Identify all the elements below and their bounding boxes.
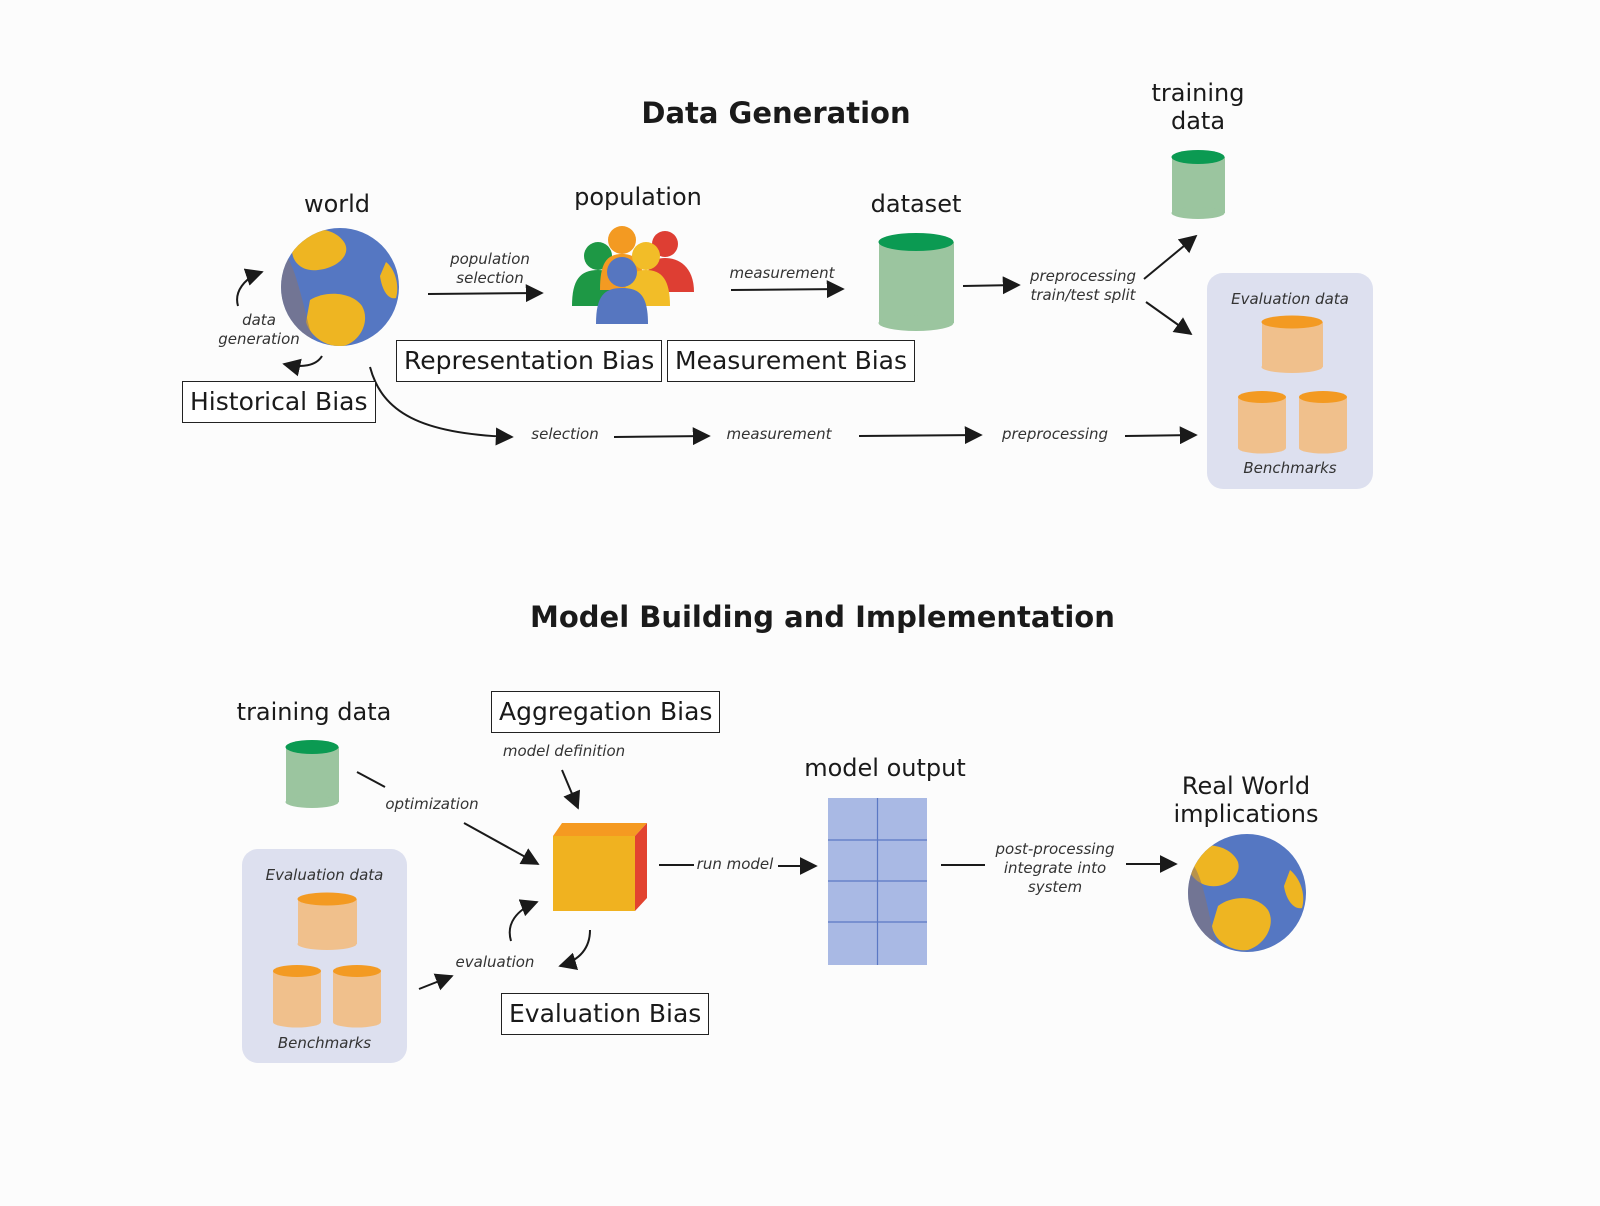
run-model-edge-label: run model <box>696 855 774 873</box>
training-data-database-icon <box>1171 150 1225 219</box>
benchmark-database-icon <box>1299 391 1347 454</box>
preprocessing-split-edge-label: preprocessing train/test split <box>1029 267 1137 304</box>
population-people-icon <box>572 226 694 324</box>
benchmark-database-icon <box>333 965 381 1028</box>
preprocessing-edge-label: preprocessing <box>1001 425 1109 443</box>
historical-bias-box: Historical Bias <box>182 381 376 423</box>
post-processing-edge-label: post-processing integrate into system <box>995 840 1115 896</box>
data-generation-loop-arrow-down <box>282 355 323 377</box>
arrow-dataset-to-preprocessing <box>962 276 1021 295</box>
dataset-label: dataset <box>870 190 962 218</box>
model-output-label: model output <box>804 754 966 782</box>
evaluation-bias-box: Evaluation Bias <box>501 993 710 1035</box>
model-cube-icon <box>553 823 647 911</box>
population-label: population <box>574 183 702 211</box>
data-generation-title: Data Generation <box>641 96 911 130</box>
model-definition-edge-label: model definition <box>502 742 626 760</box>
real-world-implications-label: Real World implications <box>1173 772 1319 828</box>
aggregation-bias-box: Aggregation Bias <box>491 691 721 733</box>
arrow-split-to-evaluation <box>1145 301 1193 336</box>
benchmark-database-icon <box>273 965 321 1028</box>
representation-bias-box: Representation Bias <box>396 340 663 382</box>
arrow-model-definition-to-cube <box>561 769 581 810</box>
benchmark-database-icon <box>1238 391 1286 454</box>
optimization-edge-label: optimization <box>385 795 479 813</box>
population-selection-edge-label: population selection <box>450 250 530 287</box>
model-building-title: Model Building and Implementation <box>530 600 1115 634</box>
arrow-benchmarks-to-evaluation <box>418 973 454 991</box>
dataset-database-icon <box>878 233 954 331</box>
arrow-world-to-population <box>427 284 544 303</box>
training-data-database-icon <box>285 740 339 808</box>
measurement-edge-label: measurement <box>729 264 835 282</box>
measurement-lower-edge-label: measurement <box>726 425 832 443</box>
evaluation-data-database-icon <box>1261 315 1323 373</box>
line-training-to-optimization <box>356 771 386 788</box>
arrow-split-to-training <box>1143 234 1198 280</box>
arrow-optimization-to-cube <box>463 822 540 865</box>
evaluation-data-label: Evaluation data <box>265 866 384 884</box>
model-output-grid-icon <box>828 798 927 965</box>
selection-edge-label: selection <box>531 425 599 443</box>
arrow-cube-to-evaluation-bias <box>558 929 591 970</box>
benchmarks-label: Benchmarks <box>1243 459 1337 477</box>
measurement-bias-box: Measurement Bias <box>667 340 916 382</box>
training-data-label: training data <box>1151 79 1245 135</box>
arrow-population-to-dataset <box>730 280 845 299</box>
arrow-preprocessing-to-evaluation <box>1124 426 1198 445</box>
evaluation-edge-label: evaluation <box>455 953 535 971</box>
world-label: world <box>303 190 371 218</box>
arrow-evaluation-to-cube <box>508 899 539 942</box>
arrow-measurement-to-preprocessing <box>858 426 983 445</box>
real-world-globe-icon <box>1188 834 1306 952</box>
evaluation-data-database-icon <box>297 892 357 950</box>
data-generation-loop-arrow-up <box>236 268 264 307</box>
benchmarks-label: Benchmarks <box>277 1034 372 1052</box>
training-data-label: training data <box>236 698 392 726</box>
arrow-world-to-selection <box>369 366 514 446</box>
evaluation-data-label: Evaluation data <box>1231 290 1349 308</box>
world-globe-icon <box>281 228 399 346</box>
data-generation-edge-label: data generation <box>218 311 300 348</box>
arrow-selection-to-measurement <box>613 427 711 446</box>
